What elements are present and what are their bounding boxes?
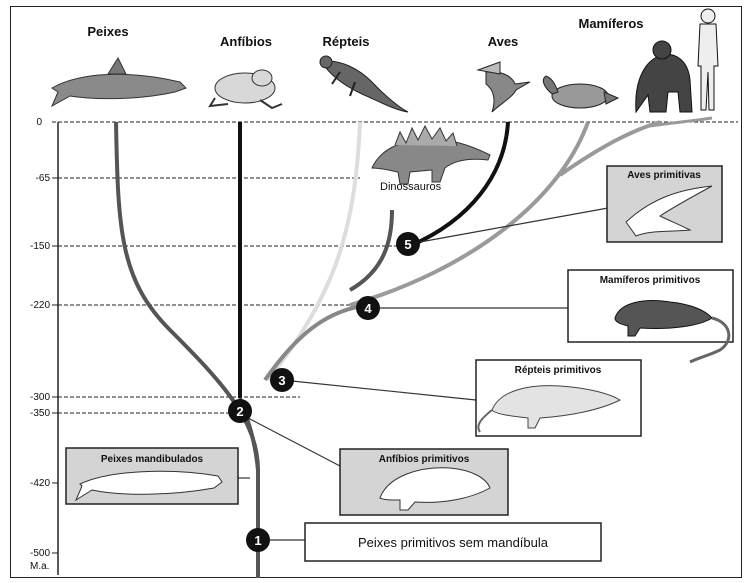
node-2: 2: [228, 399, 252, 423]
svg-text:2: 2: [236, 404, 243, 419]
box-peixes-mandibulados: Peixes mandibulados: [65, 447, 239, 505]
svg-text:Mamíferos primitivos: Mamíferos primitivos: [600, 275, 701, 286]
tick-label: -420: [30, 478, 50, 489]
tick-label: -150: [30, 241, 50, 252]
group-label-aves: Aves: [488, 34, 519, 49]
svg-text:1: 1: [254, 533, 261, 548]
tick-label: 0: [36, 117, 42, 128]
tick-label: -300: [30, 392, 50, 403]
group-label-anfibios: Anfíbios: [220, 34, 272, 49]
tick-label: -500: [30, 548, 50, 559]
lineage-mammals: [349, 121, 590, 307]
svg-text:5: 5: [404, 237, 411, 252]
lineage-reptiles: [266, 121, 362, 382]
frog-icon: [208, 69, 283, 110]
early-amphibian-icon: [379, 467, 491, 511]
tick-label: -350: [30, 408, 50, 419]
svg-text:Peixes primitivos sem mandíbul: Peixes primitivos sem mandíbula: [358, 535, 549, 550]
early-mammal-icon: [614, 300, 731, 364]
lineage-dinosaurs: [349, 209, 394, 292]
box-mamiferos-primitivos: Mamíferos primitivos: [567, 269, 734, 364]
human-icon: [697, 8, 719, 111]
node-4: 4: [356, 296, 380, 320]
box-repteis-primitivos: Répteis primitivos: [475, 359, 642, 437]
svg-text:3: 3: [278, 373, 285, 388]
archaeopteryx-icon: [625, 185, 713, 237]
shark-icon: [50, 56, 187, 108]
jawed-fish-icon: [74, 470, 223, 502]
tick-marks: [52, 177, 58, 554]
box-aves-primitivas: Aves primitivas: [606, 165, 723, 243]
box-anfibios-primitivos: Anfíbios primitivos: [339, 448, 509, 516]
dinosaurs-label: Dinossauros: [380, 181, 442, 193]
lineage-amniotes: [263, 303, 369, 382]
lineage-fish: [114, 121, 260, 578]
svg-text:4: 4: [364, 301, 372, 316]
box-peixes-sem-mandibula: Peixes primitivos sem mandíbula: [304, 522, 602, 562]
svg-text:Répteis primitivos: Répteis primitivos: [515, 365, 602, 376]
axis-unit: M.a.: [30, 561, 49, 572]
lineage-birds: [409, 121, 510, 248]
time-gridlines: [52, 121, 738, 414]
tick-label: -220: [30, 300, 50, 311]
node-5: 5: [396, 232, 420, 256]
lineage-mammals-branch: [649, 116, 713, 128]
tick-label: -65: [36, 173, 51, 184]
group-label-peixes: Peixes: [87, 24, 128, 39]
platypus-icon: [542, 75, 620, 109]
hummingbird-icon: [476, 61, 531, 113]
group-label-repteis: Répteis: [323, 34, 370, 49]
lizard-icon: [319, 55, 409, 113]
node-3: 3: [270, 368, 294, 392]
svg-text:Anfíbios primitivos: Anfíbios primitivos: [379, 454, 470, 465]
connector-lines: [238, 207, 609, 541]
svg-text:Aves primitivas: Aves primitivas: [627, 170, 701, 181]
stegosaurus-icon: [371, 124, 491, 185]
early-reptile-icon: [477, 385, 622, 433]
node-1: 1: [246, 528, 270, 552]
group-label-mamiferos: Mamíferos: [578, 16, 643, 31]
svg-text:Peixes mandibulados: Peixes mandibulados: [101, 454, 204, 465]
gorilla-icon: [635, 40, 693, 114]
